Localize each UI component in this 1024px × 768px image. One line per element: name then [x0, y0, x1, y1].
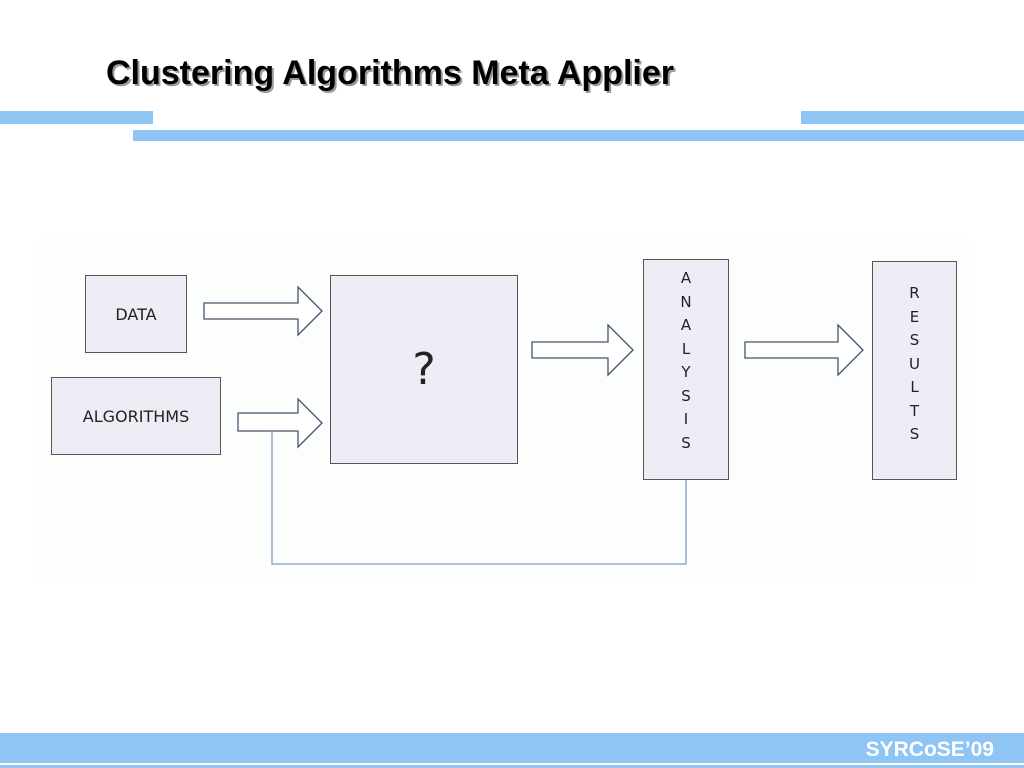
results-letter: S: [909, 425, 920, 443]
analysis-letter: I: [683, 410, 689, 428]
top-bar-right: [801, 111, 1024, 124]
results-letter: E: [909, 307, 920, 326]
data-box: DATA: [85, 275, 187, 353]
analysis-letter: N: [680, 292, 692, 311]
analysis-letter: A: [680, 316, 692, 334]
algorithms-label: ALGORITHMS: [82, 406, 190, 426]
results-letter: U: [909, 354, 920, 373]
results-letter: R: [909, 284, 920, 302]
bottom-thin-line: [0, 765, 1024, 768]
results-box: R E S U L T S: [872, 261, 957, 480]
analysis-letter: Y: [681, 363, 691, 381]
arrow-data-to-process: [203, 285, 323, 337]
data-label: DATA: [115, 304, 157, 324]
analysis-letter: S: [681, 433, 691, 452]
feedback-line: [271, 431, 687, 565]
question-mark-label: ?: [412, 344, 436, 395]
top-bar-long: [133, 130, 1024, 141]
algorithms-box: ALGORITHMS: [51, 377, 221, 455]
results-letter: S: [909, 331, 920, 349]
analysis-box: A N A L Y S I S: [643, 259, 729, 480]
unknown-process-box: ?: [330, 275, 518, 464]
arrow-analysis-to-results: [744, 323, 864, 377]
analysis-letter: S: [681, 386, 691, 405]
arrow-algorithms-to-process: [237, 397, 323, 449]
top-bar-left: [0, 111, 153, 124]
bottom-bar: [0, 733, 1024, 763]
footer-label: SYRCoSE’09: [865, 738, 994, 761]
analysis-letter: A: [680, 269, 692, 287]
results-letter: T: [909, 401, 920, 420]
arrow-process-to-analysis: [531, 323, 634, 377]
slide-title: Clustering Algorithms Meta Applier: [106, 54, 674, 92]
analysis-letter: L: [681, 339, 691, 358]
results-letter: L: [910, 378, 919, 396]
